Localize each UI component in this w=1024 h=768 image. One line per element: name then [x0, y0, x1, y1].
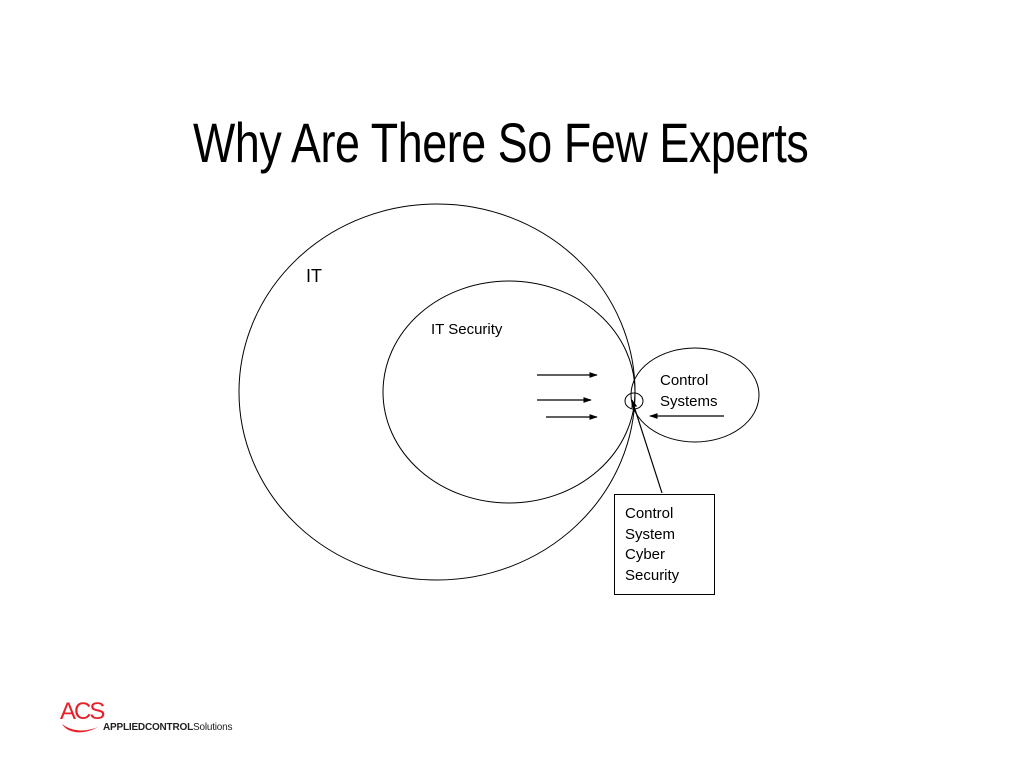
acs-logo-wordmark: APPLIEDCONTROLSolutions [103, 722, 233, 734]
box-text-line: System [625, 525, 676, 543]
control-systems-circle [630, 347, 760, 443]
arrow-intersection [631, 399, 663, 494]
acs-logo: ACS APPLIEDCONTROLSolutions [60, 700, 235, 740]
box-text-line: Security [625, 566, 680, 584]
it-circle [238, 203, 636, 581]
it-security-circle [382, 280, 636, 504]
control-systems-label-line: Control [660, 372, 709, 389]
control-system-cyber-security-box: Control System Cyber Security [614, 494, 715, 595]
control-systems-label: Control Systems [660, 370, 718, 412]
acs-logo-mark: ACS [60, 698, 105, 725]
wordmark-bold: APPLIEDCONTROL [103, 722, 193, 733]
intersection-marker [624, 392, 644, 410]
wordmark-light: Solutions [192, 722, 233, 733]
it-security-label: IT Security [431, 321, 503, 338]
acs-logo-swoosh-icon [62, 724, 98, 733]
slide-title: Why Are There So Few Experts [193, 111, 809, 174]
box-text-line: Cyber [625, 546, 666, 563]
box-text-line: Control [625, 505, 674, 522]
it-label: IT [306, 266, 322, 286]
control-systems-label-line: Systems [660, 393, 718, 410]
